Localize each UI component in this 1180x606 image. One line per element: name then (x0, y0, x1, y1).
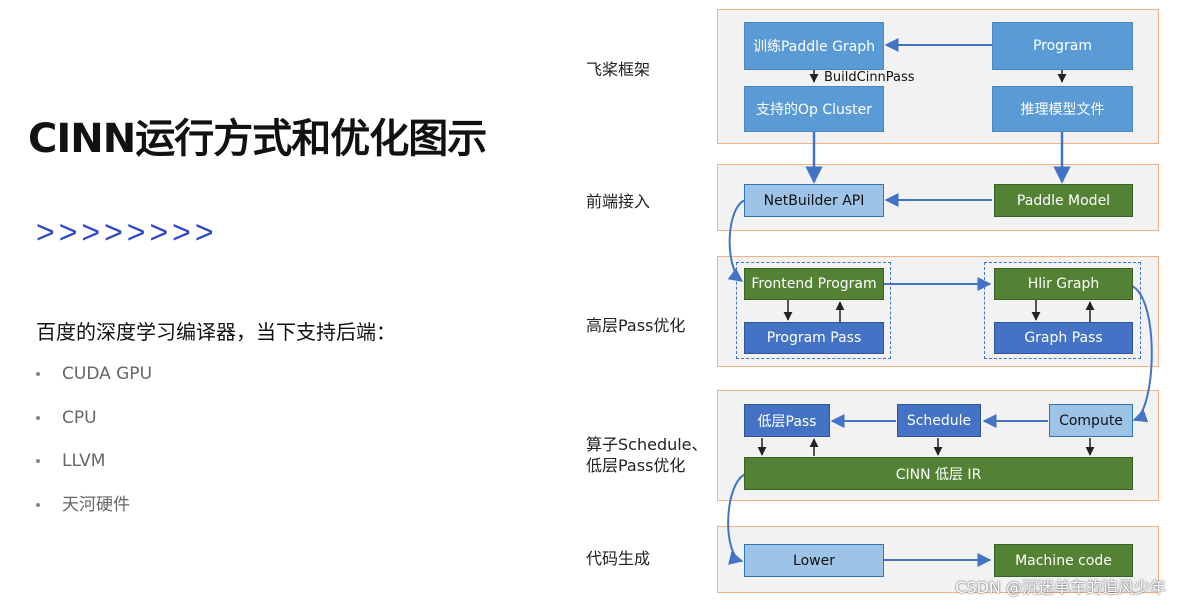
node-program: Program (992, 22, 1133, 70)
group-frontend-program (736, 262, 891, 359)
stage-label-highpass: 高层Pass优化 (586, 316, 686, 335)
intro-text: 百度的深度学习编译器，当下支持后端： (36, 320, 396, 344)
node-low-pass: 低层Pass (744, 404, 830, 437)
edge-ir-to-lower (727, 473, 747, 565)
edge-label-buildcinnpass: BuildCinnPass (824, 70, 915, 85)
stage-label-codegen: 代码生成 (586, 549, 651, 568)
node-compute: Compute (1049, 404, 1133, 437)
backend-item: LLVM (36, 449, 152, 493)
node-paddle-model: Paddle Model (994, 184, 1133, 217)
stage-label-schedule: 算子Schedule、 低层Pass优化 (586, 435, 708, 475)
node-program-pass: Program Pass (744, 322, 884, 354)
backend-item: CPU (36, 406, 152, 450)
edge-netbuilder-to-frontend (727, 199, 747, 282)
node-hlir-graph: Hlir Graph (994, 268, 1133, 300)
node-op-cluster: 支持的Op Cluster (744, 86, 884, 132)
stage-label-frontend: 前端接入 (586, 192, 651, 211)
page-title: CINN运行方式和优化图示 (28, 116, 487, 162)
backend-list: CUDA GPU CPU LLVM 天河硬件 (36, 362, 152, 536)
node-train-graph: 训练Paddle Graph (744, 22, 884, 70)
node-machine-code: Machine code (994, 544, 1133, 577)
bullet-icon (36, 372, 40, 376)
node-netbuilder-api: NetBuilder API (744, 184, 884, 217)
node-lower: Lower (744, 544, 884, 577)
group-hlir-graph (984, 262, 1141, 359)
watermark: CSDN @沉迷单车的追风少年 (955, 578, 1166, 597)
node-cinn-ir: CINN 低层 IR (744, 457, 1133, 490)
node-graph-pass: Graph Pass (994, 322, 1133, 354)
node-frontend-program: Frontend Program (744, 268, 884, 300)
bullet-icon (36, 502, 40, 507)
bullet-icon (36, 415, 40, 420)
node-infer-model: 推理模型文件 (992, 86, 1133, 132)
node-schedule: Schedule (897, 404, 981, 437)
stage-label-framework: 飞桨框架 (586, 60, 651, 79)
bullet-icon (36, 459, 40, 463)
backend-item: 天河硬件 (36, 493, 152, 537)
chevron-decoration: >>>>>>>> (36, 214, 218, 250)
backend-item: CUDA GPU (36, 362, 152, 406)
edge-hlir-to-compute (1131, 285, 1153, 423)
